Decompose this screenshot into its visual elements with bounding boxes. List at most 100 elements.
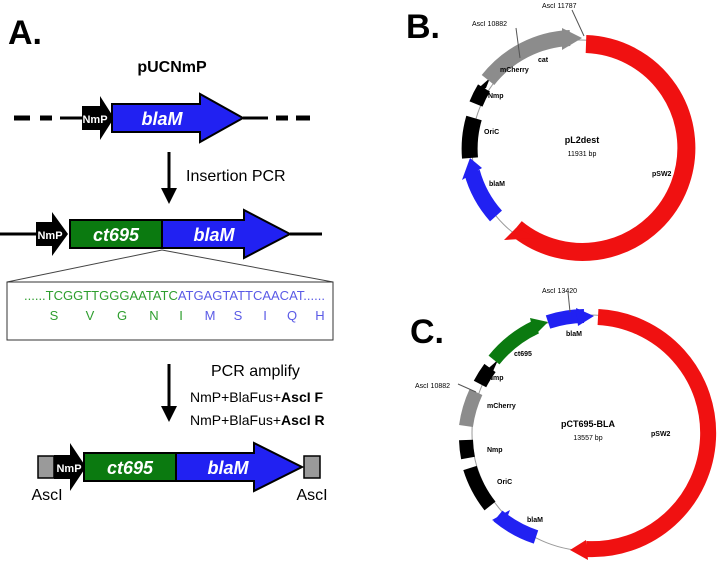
row2-nmp-label: NmP: [37, 230, 62, 242]
construct-row-2: NmP ct695 blaM: [0, 208, 322, 260]
cat-label-b: cat: [538, 57, 549, 64]
blam-arc-b: [464, 169, 503, 222]
cat-arrowhead-b: [562, 28, 582, 50]
psw2-arrowhead-c: [570, 540, 588, 560]
blam-top-arrowhead-c: [576, 308, 594, 326]
asci-site-c2: AscI 10882: [415, 383, 450, 390]
plasmid-c-name: pCT695-BLA: [561, 419, 616, 429]
step-arrow-2-head: [161, 406, 177, 422]
ct695-arrowhead-c: [530, 318, 548, 336]
aa-green-3: G: [117, 308, 127, 323]
step-arrow-1: [161, 152, 177, 204]
row3-blam-arrow: [175, 441, 305, 493]
panel-c: C. AscI 13420 AscI 10882 blaM ct695 Nmp …: [410, 288, 717, 560]
sequence-line: ......TCGGTTGGGAATATCATGAGTATTCAACAT....…: [24, 288, 325, 303]
asci-flank-left: [37, 455, 55, 479]
plasmid-title: pUCNmP: [137, 59, 207, 76]
primer-reverse: NmP+BlaFus+AscI R: [190, 412, 325, 428]
ct695-label: ct695: [93, 225, 140, 245]
plasmid-c-size: 13557 bp: [573, 435, 602, 442]
mcherry-label-b: mCherry: [500, 67, 529, 74]
psw2-label-b: pSW2: [652, 171, 672, 178]
row3-ct695-label: ct695: [107, 458, 154, 478]
plasmid-b-name: pL2dest: [565, 135, 600, 145]
nmp-upper-arrowhead-c: [484, 360, 498, 378]
primer-forward: NmP+BlaFus+AscI F: [190, 389, 324, 405]
seq-dots-left: ......: [24, 288, 46, 303]
pcr-amplify-label: PCR amplify: [211, 363, 300, 380]
row3-ct695-box: [83, 452, 177, 482]
psw2-arc-c: [585, 309, 717, 558]
panel-b: B. AscI 11787 AscI 10882 cat mCherry Nmp…: [406, 3, 696, 261]
panel-a-letter: A.: [8, 14, 42, 52]
row3-nmp-label: NmP: [56, 463, 81, 475]
primer-reverse-prefix: NmP+BlaFus+: [190, 412, 281, 428]
step-arrow-1-head: [161, 188, 177, 204]
asci-tick-c1: [567, 291, 571, 313]
plasmid-b-size: 11931 bp: [568, 151, 597, 158]
sequence-box: [6, 281, 334, 341]
oric-label-c: OriC: [497, 479, 512, 486]
blam-label-b: blaM: [489, 181, 505, 188]
blam-gene-arrow: [111, 92, 246, 144]
ct695-label-c: ct695: [514, 351, 532, 358]
psw2-arrowhead-b: [504, 228, 538, 240]
oric-arc-c: [463, 465, 496, 511]
asci-label-left: AscI: [31, 487, 62, 504]
aa-green-5: I: [179, 308, 183, 323]
asci-tick-b1: [571, 9, 585, 37]
construct-row-3: NmP ct695 blaM AscI AscI: [31, 441, 328, 504]
blam-label: blaM: [141, 109, 183, 129]
amino-acid-row: S V G N I M S I Q H: [50, 308, 325, 323]
blam-bottom-label-c: blaM: [527, 517, 543, 524]
seq-green: TCGGTTGGGAATATC: [46, 288, 178, 303]
aa-blue-2: S: [234, 308, 243, 323]
nmp-arrowhead-b: [474, 78, 490, 92]
aa-blue-4: Q: [287, 308, 297, 323]
nmp-promoter-arrow: [82, 96, 114, 140]
row2-nmp-arrow: [36, 212, 68, 256]
nmp-lower-arc-c: [459, 439, 475, 460]
panel-c-letter: C.: [410, 313, 444, 351]
asci-site-b1: AscI 11787: [542, 3, 577, 10]
asci-label-right: AscI: [296, 487, 327, 504]
aa-blue-3: I: [263, 308, 267, 323]
aa-blue-1: M: [205, 308, 216, 323]
oric-label-b: OriC: [484, 129, 499, 136]
row2-blam-arrow: [161, 208, 293, 260]
panel-b-letter: B.: [406, 8, 440, 46]
row2-blam-label: blaM: [193, 225, 235, 245]
row3-nmp-arrow: [54, 443, 86, 491]
seq-blue: ATGAGTATTCAACAT: [178, 288, 305, 303]
aa-green-4: N: [149, 308, 158, 323]
aa-blue-5: H: [315, 308, 324, 323]
oric-arc-b: [461, 115, 482, 159]
aa-green-1: S: [50, 308, 59, 323]
nmp-label-b: Nmp: [488, 93, 504, 100]
step-arrow-2: [161, 364, 177, 422]
asci-tick-b2: [515, 27, 521, 59]
asci-flank-right: [303, 455, 321, 479]
primer-reverse-site: AscI R: [281, 412, 325, 428]
asci-site-c1: AscI 13420: [542, 288, 577, 295]
zoom-line-left: [6, 249, 163, 283]
panel-a: A. pUCNmP NmP blaM Insertion PCR NmP: [0, 14, 334, 504]
nmp-lower-label-c: Nmp: [487, 447, 503, 454]
nmp-label: NmP: [82, 114, 107, 126]
gray-arc-b: [481, 30, 571, 86]
mcherry-arc-c: [459, 389, 483, 428]
row3-blam-label: blaM: [207, 458, 249, 478]
insertion-pcr-label: Insertion PCR: [186, 168, 286, 185]
blam-bottom-arrowhead-c: [492, 510, 510, 526]
asci-tick-c2: [457, 383, 477, 393]
asci-site-b2: AscI 10882: [472, 21, 507, 28]
blam-top-label-c: blaM: [566, 331, 582, 338]
nmp-upper-label-c: Nmp: [488, 375, 504, 382]
primer-forward-site: AscI F: [281, 389, 323, 405]
blam-arrowhead-b: [462, 158, 482, 180]
mcherry-label-c: mCherry: [487, 403, 516, 410]
seq-dots-right: ......: [303, 288, 325, 303]
aa-green-2: V: [86, 308, 95, 323]
construct-row-1: NmP blaM: [14, 92, 310, 144]
psw2-arc-b: [510, 35, 696, 261]
